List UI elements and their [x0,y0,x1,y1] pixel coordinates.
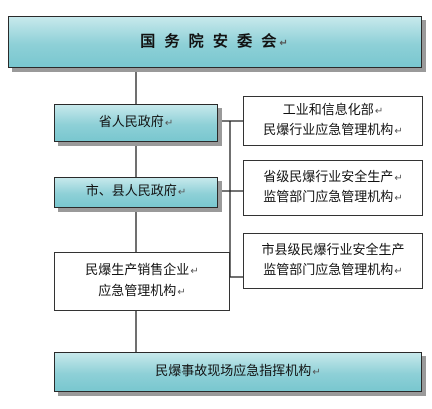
paragraph-mark-icon: ↵ [177,187,187,199]
node-miit-emergency-org: 工业和信息化部↵ 民爆行业应急管理机构↵ [243,96,423,146]
node-enterprise-emergency-org: 民爆生产销售企业↵ 应急管理机构↵ [54,252,230,311]
paragraph-mark-icon: ↵ [177,286,186,298]
node-miit-line-2: 民爆行业应急管理机构 [263,123,394,138]
node-city-county-government-label: 市、县人民政府 [85,184,177,200]
node-provincial-supervision-line-1: 省级民爆行业安全生产 [263,169,394,185]
paragraph-mark-icon: ↵ [190,266,199,278]
node-scene-command: 民爆事故现场应急指挥机构↵ [54,352,422,392]
node-city-county-supervision-line-2: 监管部门应急管理机构 [263,263,394,278]
node-enterprise-line-1: 民爆生产销售企业 [85,263,190,279]
node-enterprise-line-2: 应急管理机构 [98,283,177,299]
node-provincial-supervision-line-2: 监管部门应急管理机构 [263,190,394,205]
node-city-county-supervision: 市县级民爆行业安全生产 监管部门应急管理机构↵ [243,233,423,289]
node-state-council-safety-committee-label: 国 务 院 安 委 会 [140,32,279,51]
paragraph-mark-icon: ↵ [312,366,321,378]
node-city-county-government: 市、县人民政府↵ [54,177,218,208]
node-state-council-safety-committee: 国 务 院 安 委 会↵ [8,16,422,68]
paragraph-mark-icon: ↵ [394,266,403,277]
node-provincial-supervision: 省级民爆行业安全生产↵ 监管部门应急管理机构↵ [243,160,423,216]
node-provincial-government-label: 省人民政府 [98,114,164,130]
paragraph-mark-icon: ↵ [279,38,290,50]
node-scene-command-label: 民爆事故现场应急指挥机构 [155,363,312,379]
paragraph-mark-icon: ↵ [394,126,403,137]
paragraph-mark-icon: ↵ [394,172,403,184]
node-miit-line-1: 工业和信息化部 [282,102,374,118]
paragraph-mark-icon: ↵ [374,105,384,117]
paragraph-mark-icon: ↵ [394,193,403,204]
node-provincial-government: 省人民政府↵ [54,104,218,142]
paragraph-mark-icon: ↵ [164,117,174,129]
node-city-county-supervision-line-1: 市县级民爆行业安全生产 [261,242,405,258]
